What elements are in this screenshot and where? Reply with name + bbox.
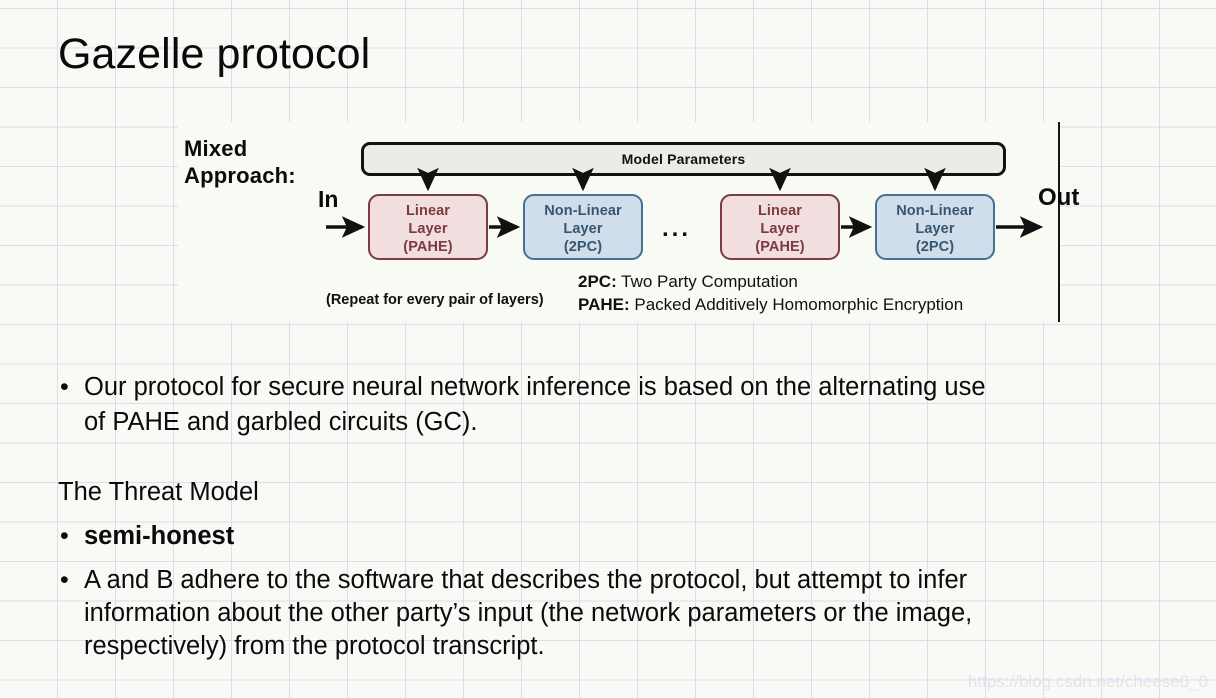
model-parameters-label: Model Parameters bbox=[621, 151, 746, 167]
output-label: Out bbox=[1038, 184, 1080, 211]
layer-box-nonlinear-2: Non-Linear Layer (2PC) bbox=[875, 194, 995, 260]
bullet-3-line-3: respectively) from the protocol transcri… bbox=[84, 632, 545, 660]
layer-box-line2: Layer bbox=[563, 221, 603, 237]
layer-box-line1: Non-Linear bbox=[896, 203, 974, 219]
diagram-arrows bbox=[326, 167, 1044, 238]
bullet-1-line-2: of PAHE and garbled circuits (GC). bbox=[84, 408, 478, 436]
layer-box-line3: (2PC) bbox=[915, 239, 955, 255]
layer-box-line1: Linear bbox=[757, 203, 803, 219]
layer-box-line3: (PAHE) bbox=[403, 239, 453, 255]
layer-box-linear-1: Linear Layer (PAHE) bbox=[368, 194, 488, 260]
mixed-approach-label-line1: Mixed bbox=[184, 136, 248, 161]
bullet-marker-2: • bbox=[60, 522, 69, 550]
layer-box-line1: Linear bbox=[405, 203, 451, 219]
layer-box-line3: (2PC) bbox=[563, 239, 603, 255]
bullet-3-line-2: information about the other party’s inpu… bbox=[84, 599, 973, 627]
layer-box-line2: Layer bbox=[760, 221, 800, 237]
layer-box-line3: (PAHE) bbox=[755, 239, 805, 255]
model-parameters-box: Model Parameters bbox=[361, 142, 1006, 176]
layer-box-line2: Layer bbox=[408, 221, 448, 237]
mixed-approach-label-line2: Approach: bbox=[184, 163, 296, 188]
legend-text-pahe: Packed Additively Homomorphic Encryption bbox=[634, 295, 964, 314]
repeat-note: (Repeat for every pair of layers) bbox=[326, 292, 544, 308]
mixed-approach-diagram: Mixed Approach: In Out Model Parameters bbox=[178, 122, 1079, 322]
diagram-right-rule bbox=[1058, 122, 1060, 322]
legend-text-2pc: Two Party Computation bbox=[621, 272, 798, 291]
ellipsis-label: ... bbox=[662, 215, 692, 242]
legend-abbr-pahe: PAHE: bbox=[578, 295, 630, 314]
layer-box-nonlinear-1: Non-Linear Layer (2PC) bbox=[523, 194, 643, 260]
bullet-2-line-1: semi-honest bbox=[84, 522, 235, 550]
bullet-1-line-1: Our protocol for secure neural network i… bbox=[84, 373, 986, 401]
watermark: https://blog.csdn.net/cheese0_0 bbox=[967, 672, 1208, 691]
bullet-3-line-1: A and B adhere to the software that desc… bbox=[84, 566, 968, 594]
legend-abbr-2pc: 2PC: bbox=[578, 272, 617, 291]
input-label: In bbox=[318, 186, 339, 212]
layer-box-linear-2: Linear Layer (PAHE) bbox=[720, 194, 840, 260]
layer-box-line1: Non-Linear bbox=[544, 203, 622, 219]
legend-row-2pc: 2PC: Two Party Computation bbox=[578, 270, 963, 293]
layer-box-line2: Layer bbox=[915, 221, 955, 237]
threat-model-heading: The Threat Model bbox=[58, 478, 259, 506]
bullet-marker-1: • bbox=[60, 373, 69, 401]
diagram-legend: 2PC: Two Party Computation PAHE: Packed … bbox=[578, 270, 963, 316]
legend-row-pahe: PAHE: Packed Additively Homomorphic Encr… bbox=[578, 293, 963, 316]
page-title: Gazelle protocol bbox=[58, 30, 371, 78]
bullet-marker-3: • bbox=[60, 566, 69, 594]
